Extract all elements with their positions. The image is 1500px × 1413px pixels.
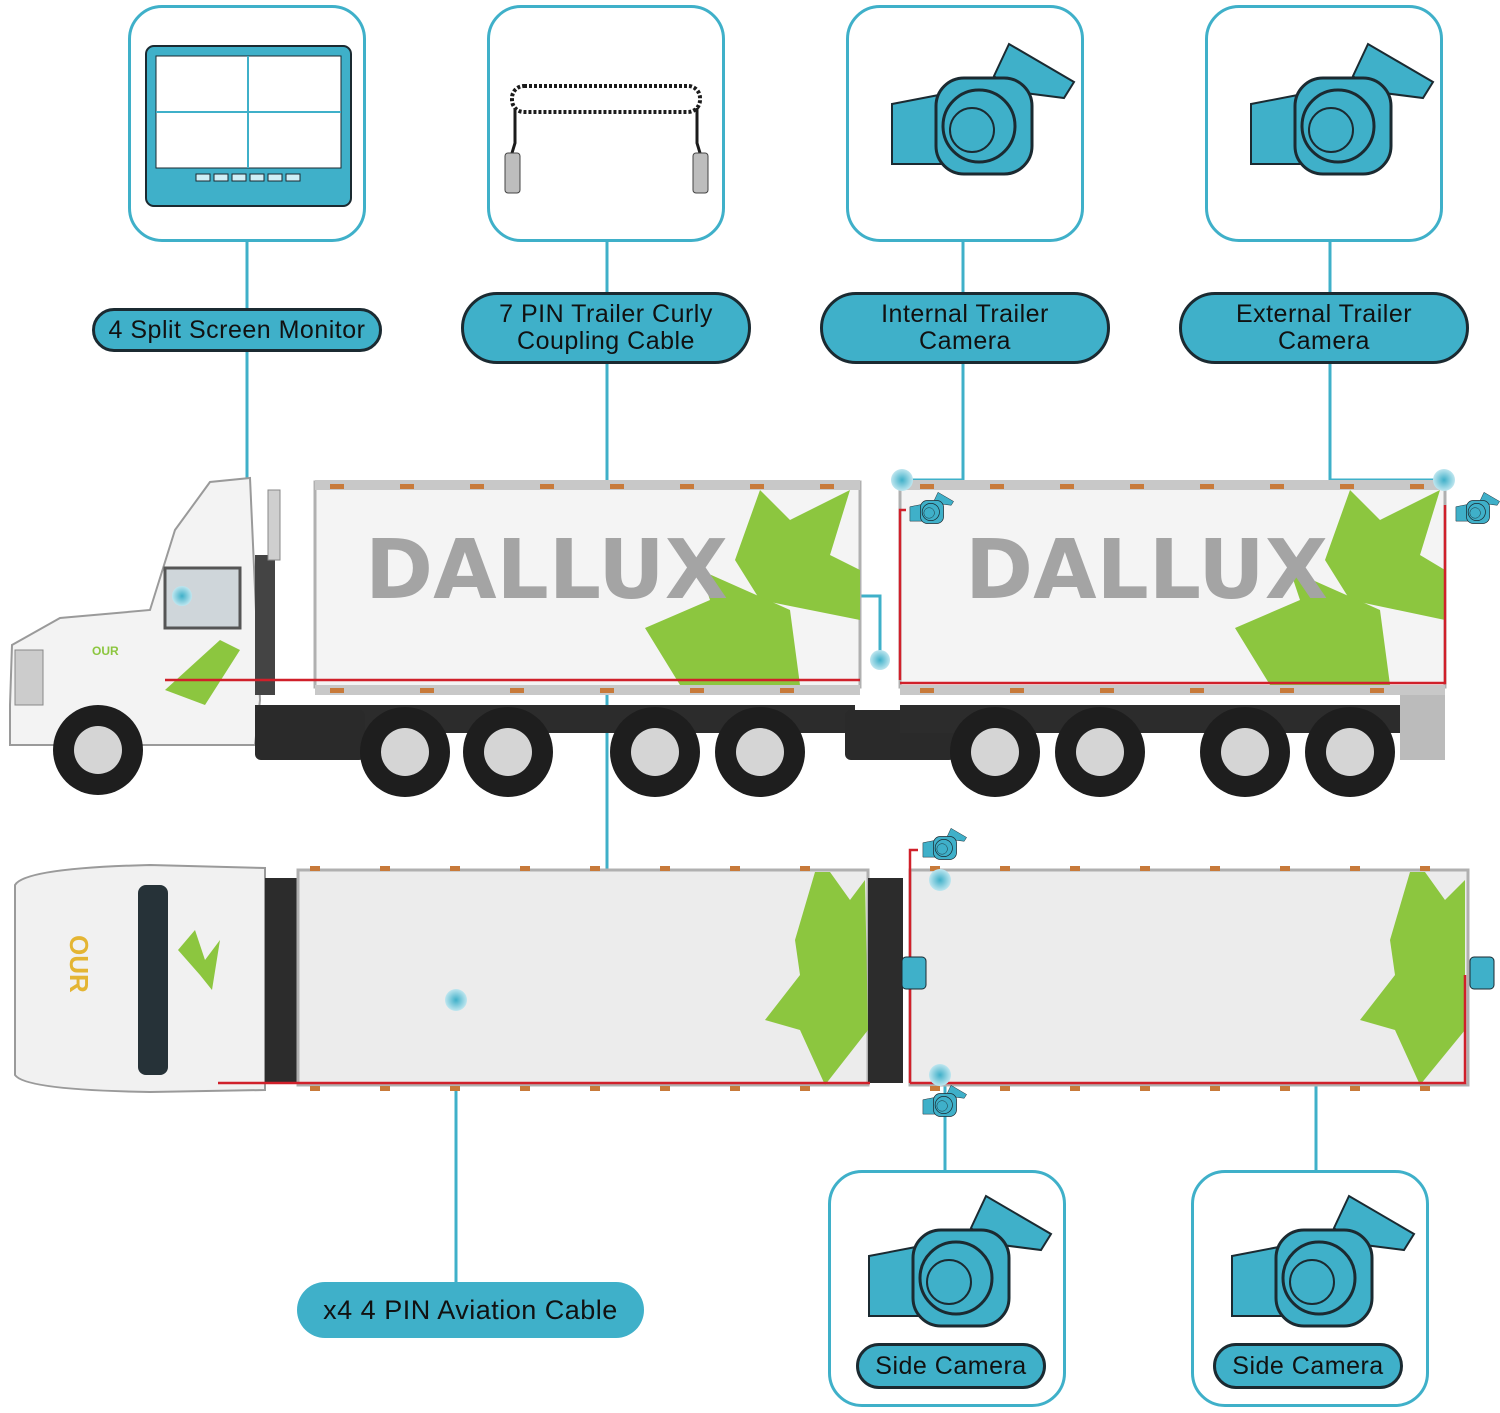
coupling-cable-box xyxy=(487,5,725,242)
svg-text:DALLUX: DALLUX xyxy=(365,523,728,618)
external-camera-label: External Trailer Camera xyxy=(1179,292,1469,364)
coupling-cable-label: 7 PIN Trailer Curly Coupling Cable xyxy=(461,292,751,364)
side-camera-label-2: Side Camera xyxy=(1213,1343,1403,1389)
truck-top-view: OUR xyxy=(14,827,1495,1117)
internal-camera-label: Internal Trailer Camera xyxy=(820,292,1110,364)
monitor-icon xyxy=(145,45,352,207)
svg-text:OUR: OUR xyxy=(64,935,94,993)
internal-camera-box xyxy=(846,5,1084,242)
monitor-label: 4 Split Screen Monitor xyxy=(92,308,382,352)
monitor-box xyxy=(128,5,366,242)
side-camera-label-1: Side Camera xyxy=(856,1343,1046,1389)
camera-icon xyxy=(890,42,1076,176)
svg-text:OUR: OUR xyxy=(92,644,119,658)
camera-icon xyxy=(1249,42,1435,176)
aviation-cable-label: x4 4 PIN Aviation Cable xyxy=(297,1282,644,1338)
truck-side-view: OUR DALLUX DALLUX xyxy=(9,469,1500,797)
external-camera-box xyxy=(1205,5,1443,242)
svg-text:DALLUX: DALLUX xyxy=(965,523,1328,618)
curly-cable-icon xyxy=(504,84,709,194)
